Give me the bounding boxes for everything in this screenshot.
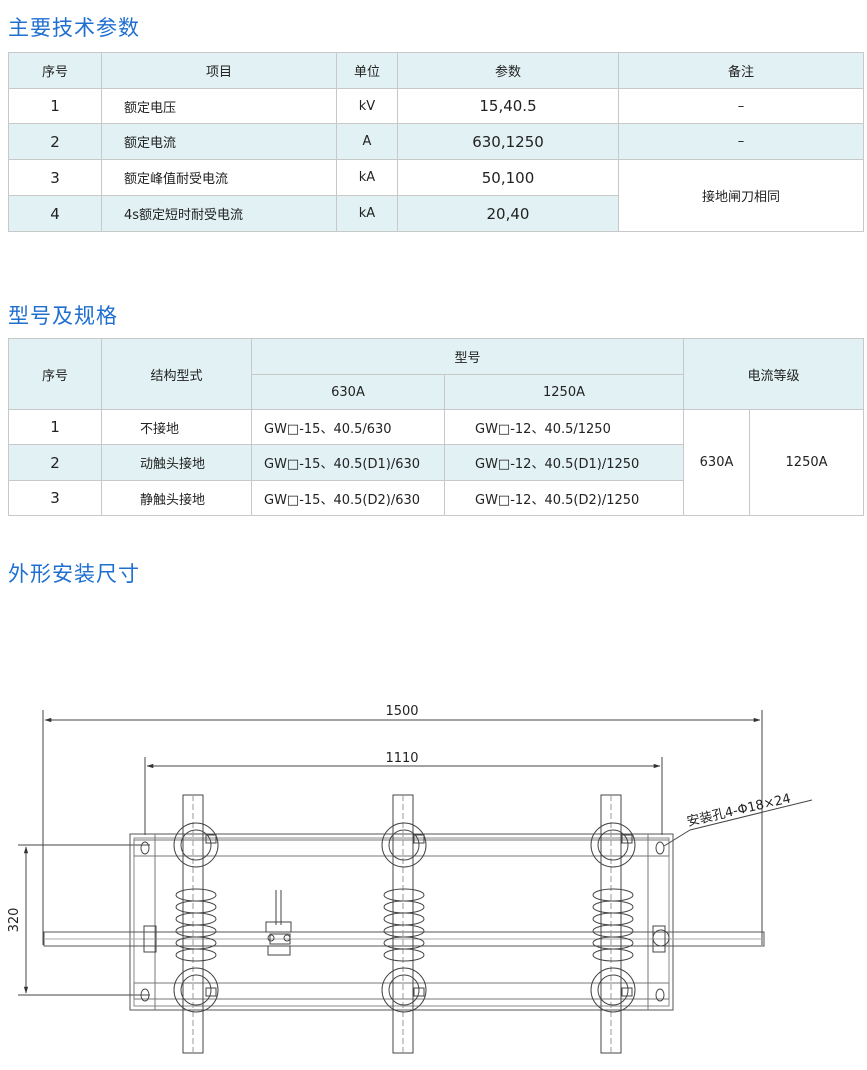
row-value: 15,40.5 — [397, 88, 619, 124]
row-item: 额定电压 — [101, 88, 337, 124]
row-item: 4s额定短时耐受电流 — [101, 195, 337, 232]
row-no: 2 — [8, 444, 102, 481]
row-no: 3 — [8, 480, 102, 516]
hole-label-underline — [689, 799, 813, 831]
mounting-hole — [140, 988, 150, 1002]
mounting-hole — [655, 988, 665, 1002]
shaft-bearing-ring — [652, 929, 670, 947]
models-table: 序号 结构型式 型号 电流等级 630A 1250A 1 不接地 GW□-15、… — [8, 338, 865, 516]
row-structure: 静触头接地 — [101, 480, 252, 516]
channel-top — [133, 839, 670, 857]
row-unit: kV — [336, 88, 398, 124]
row-no: 1 — [8, 409, 102, 445]
row-model-630: GW□-15、40.5/630 — [251, 409, 445, 445]
params-table: 序号 项目 单位 参数 备注 1 额定电压 kV 15,40.5 – 2 额定电… — [8, 52, 864, 232]
channel-bottom — [133, 982, 670, 1000]
grade-1250: 1250A — [749, 409, 865, 516]
section-title-params: 主要技术参数 — [8, 16, 140, 40]
row-structure: 动触头接地 — [101, 444, 252, 481]
models-header-model: 型号 — [250, 338, 685, 375]
base-frame — [129, 833, 674, 1011]
row-structure: 不接地 — [101, 409, 252, 445]
row-no: 1 — [8, 88, 102, 124]
row-model-630: GW□-15、40.5(D1)/630 — [251, 444, 445, 481]
models-header-no: 序号 — [8, 338, 102, 410]
base-frame-inner — [133, 837, 670, 1007]
table-row: 3 静触头接地 GW□-15、40.5(D2)/630 GW□-12、40.5(… — [8, 480, 864, 516]
row-model-1250: GW□-12、40.5(D1)/1250 — [443, 444, 685, 481]
hole-label: 安装孔4-Φ18×24 — [686, 791, 793, 829]
row-model-630: GW□-15、40.5(D2)/630 — [251, 480, 445, 516]
section-title-dimensions: 外形安装尺寸 — [8, 562, 140, 586]
models-header-630a: 630A — [251, 374, 445, 410]
linkage-mechanism — [265, 890, 292, 956]
table-row: 4 4s额定短时耐受电流 kA 20,40 — [8, 195, 864, 232]
grade-630: 630A — [683, 409, 751, 516]
row-model-1250: GW□-12、40.5(D2)/1250 — [443, 480, 685, 516]
models-header-1250a: 1250A — [443, 374, 685, 410]
merged-note: 接地闸刀相同 — [618, 159, 864, 232]
row-unit: kA — [336, 195, 398, 232]
pole-3 — [590, 794, 636, 1054]
row-no: 4 — [8, 195, 102, 232]
row-unit: A — [336, 123, 398, 160]
models-header-structure: 结构型式 — [101, 338, 252, 410]
row-item: 额定峰值耐受电流 — [101, 159, 337, 196]
row-no: 2 — [8, 123, 102, 160]
installation-drawing: 1500 1110 320 安装孔4-Φ18×24 — [7, 704, 813, 1054]
row-unit: kA — [336, 159, 398, 196]
row-value: 630,1250 — [397, 123, 619, 160]
pole-2 — [381, 794, 427, 1054]
section-title-models: 型号及规格 — [8, 304, 118, 328]
dim-label-1110: 1110 — [385, 751, 418, 766]
params-header-no: 序号 — [8, 52, 102, 89]
table-row: 2 额定电流 A 630,1250 – — [8, 123, 864, 160]
table-row: 1 不接地 GW□-15、40.5/630 GW□-12、40.5/1250 6… — [8, 409, 865, 516]
models-header-grade: 电流等级 — [683, 338, 865, 410]
dim-label-1500: 1500 — [385, 704, 418, 719]
shaft-bearing — [143, 925, 157, 953]
pole-1 — [173, 794, 219, 1054]
table-row: 3 额定峰值耐受电流 kA 50,100 接地闸刀相同 — [8, 159, 864, 232]
params-header-note: 备注 — [618, 52, 864, 89]
row-value: 50,100 — [397, 159, 619, 196]
row-value: 20,40 — [397, 195, 619, 232]
mounting-hole — [140, 841, 150, 855]
table-row: 1 额定电压 kV 15,40.5 – — [8, 88, 864, 124]
row-no: 3 — [8, 159, 102, 196]
row-note: – — [618, 123, 864, 160]
dim-label-320: 320 — [7, 908, 22, 933]
params-header-value: 参数 — [397, 52, 619, 89]
params-header-unit: 单位 — [336, 52, 398, 89]
row-model-1250: GW□-12、40.5/1250 — [443, 409, 685, 445]
row-note: – — [618, 88, 864, 124]
mounting-hole — [655, 841, 665, 855]
row-item: 额定电流 — [101, 123, 337, 160]
table-row: 2 动触头接地 GW□-15、40.5(D1)/630 GW□-12、40.5(… — [8, 444, 864, 481]
hole-leader-line — [663, 829, 691, 847]
params-header-item: 项目 — [101, 52, 337, 89]
